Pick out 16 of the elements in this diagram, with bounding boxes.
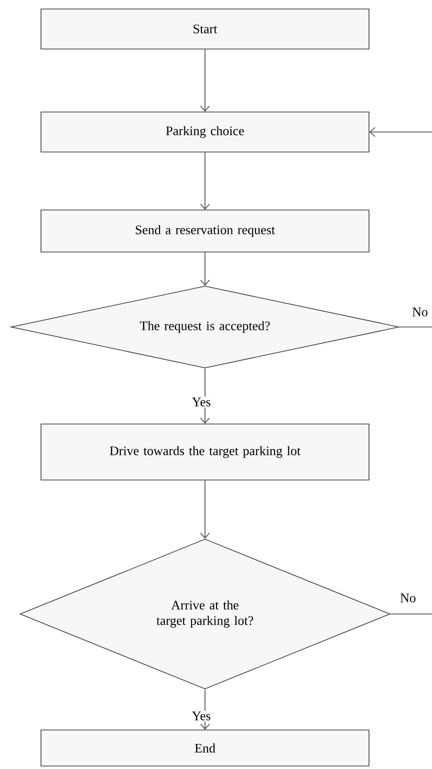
process-box: Parking choice	[40, 112, 370, 152]
arrow	[369, 127, 432, 137]
process-box: Send a reservation request	[40, 210, 370, 252]
arrow	[200, 689, 210, 730]
arrow	[200, 152, 210, 210]
process-box: Start	[40, 8, 370, 50]
edge-label: No	[411, 306, 429, 318]
arrow	[200, 49, 210, 112]
edge-label: No	[399, 592, 417, 604]
edge-label: Yes	[190, 710, 212, 722]
arrow	[200, 368, 210, 424]
process-box: Drive towards the target parking lot	[40, 424, 370, 480]
arrow	[200, 252, 210, 286]
arrow	[200, 480, 210, 539]
edge-label: Yes	[190, 396, 212, 408]
process-box: End	[40, 730, 370, 766]
